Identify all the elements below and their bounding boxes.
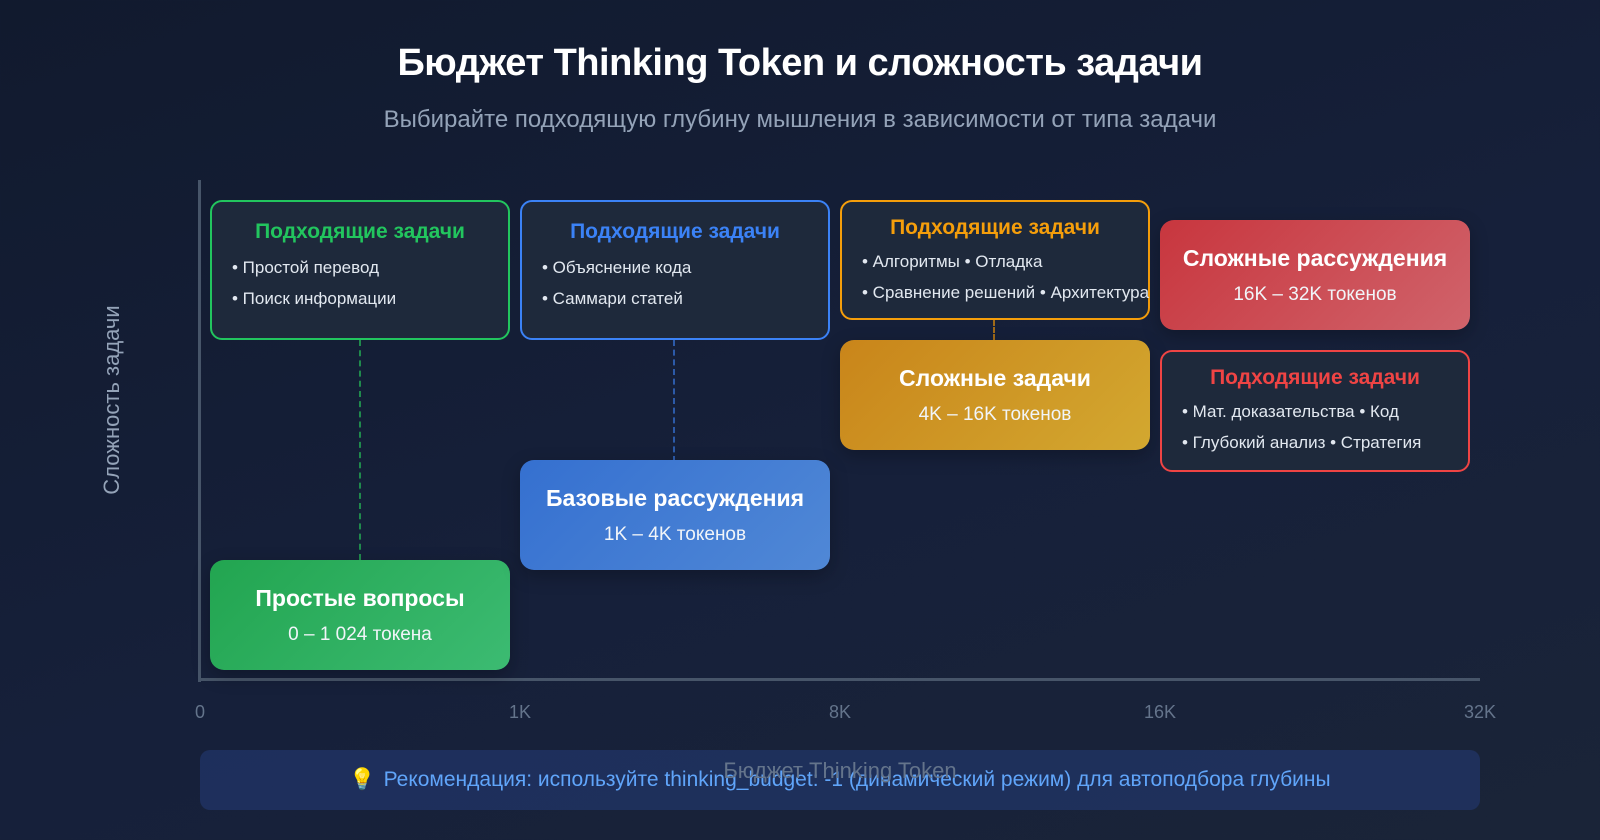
x-tick-32k: 32K [1463,702,1497,722]
level-range: 1K – 4K токенов [603,523,747,545]
x-tick-0: 0 [194,702,206,722]
page-title: Бюджет Thinking Token и сложность задачи [397,42,1203,84]
level-complex-reasoning: Сложные рассуждения 16K – 32K токенов [1160,220,1470,330]
task-item: • Простой перевод [232,258,379,277]
level-range: 16K – 32K токенов [1233,283,1397,305]
x-tick-16k: 16K [1143,702,1177,722]
tasks-heading: Подходящие задачи [255,220,465,243]
task-item: • Поиск информации [232,289,397,308]
lightbulb-icon: 💡 [349,768,376,791]
tasks-heading: Подходящие задачи [570,220,780,243]
y-axis-label: Сложность задачи [99,305,124,495]
level-basic-reasoning: Базовые рассуждения 1K – 4K токенов [520,460,830,570]
tasks-list: • Объяснение кода • Саммари статей [542,258,808,309]
tasks-card-simple: Подходящие задачи • Простой перевод • По… [210,200,510,340]
level-range: 0 – 1 024 токена [288,623,432,645]
connector-simple [359,340,361,560]
level-name: Базовые рассуждения [545,484,805,511]
tasks-heading: Подходящие задачи [1210,366,1420,389]
connector-basic [673,340,675,462]
tasks-list: • Простой перевод • Поиск информации [232,258,488,309]
level-complex-tasks: Сложные задачи 4K – 16K токенов [840,340,1150,450]
tasks-list: • Мат. доказательства • Код • Глубокий а… [1182,402,1448,453]
page-subtitle: Выбирайте подходящую глубину мышления в … [383,106,1217,133]
level-name: Сложные задачи [899,364,1091,391]
x-axis-label: Бюджет Thinking Token [723,758,957,783]
level-range: 4K – 16K токенов [918,403,1072,425]
level-name: Простые вопросы [255,584,465,611]
tasks-heading: Подходящие задачи [890,216,1100,239]
x-axis-line [198,678,1480,681]
task-item: • Глубокий анализ • Стратегия [1182,433,1422,452]
task-item: • Мат. доказательства • Код [1182,402,1399,421]
tasks-list: • Алгоритмы • Отладка • Сравнение решени… [862,252,1150,303]
tasks-card-complex: Подходящие задачи • Алгоритмы • Отладка … [840,200,1150,320]
level-name: Сложные рассуждения [1182,244,1448,271]
connector-complex [993,320,995,340]
tasks-card-basic: Подходящие задачи • Объяснение кода • Са… [520,200,830,340]
recommendation-text: Рекомендация: используйте thinking_budge… [383,768,1331,791]
task-item: • Саммари статей [542,289,683,308]
recommendation-banner: 💡 Рекомендация: используйте thinking_bud… [200,750,1480,810]
level-simple-questions: Простые вопросы 0 – 1 024 токена [210,560,510,670]
y-axis-line [198,180,201,682]
task-item: • Алгоритмы • Отладка [862,252,1043,271]
task-item: • Сравнение решений • Архитектура [862,283,1150,302]
x-tick-1k: 1K [508,702,532,722]
x-tick-8k: 8K [828,702,852,722]
task-item: • Объяснение кода [542,258,692,277]
tasks-card-advanced: Подходящие задачи • Мат. доказательства … [1160,350,1470,472]
